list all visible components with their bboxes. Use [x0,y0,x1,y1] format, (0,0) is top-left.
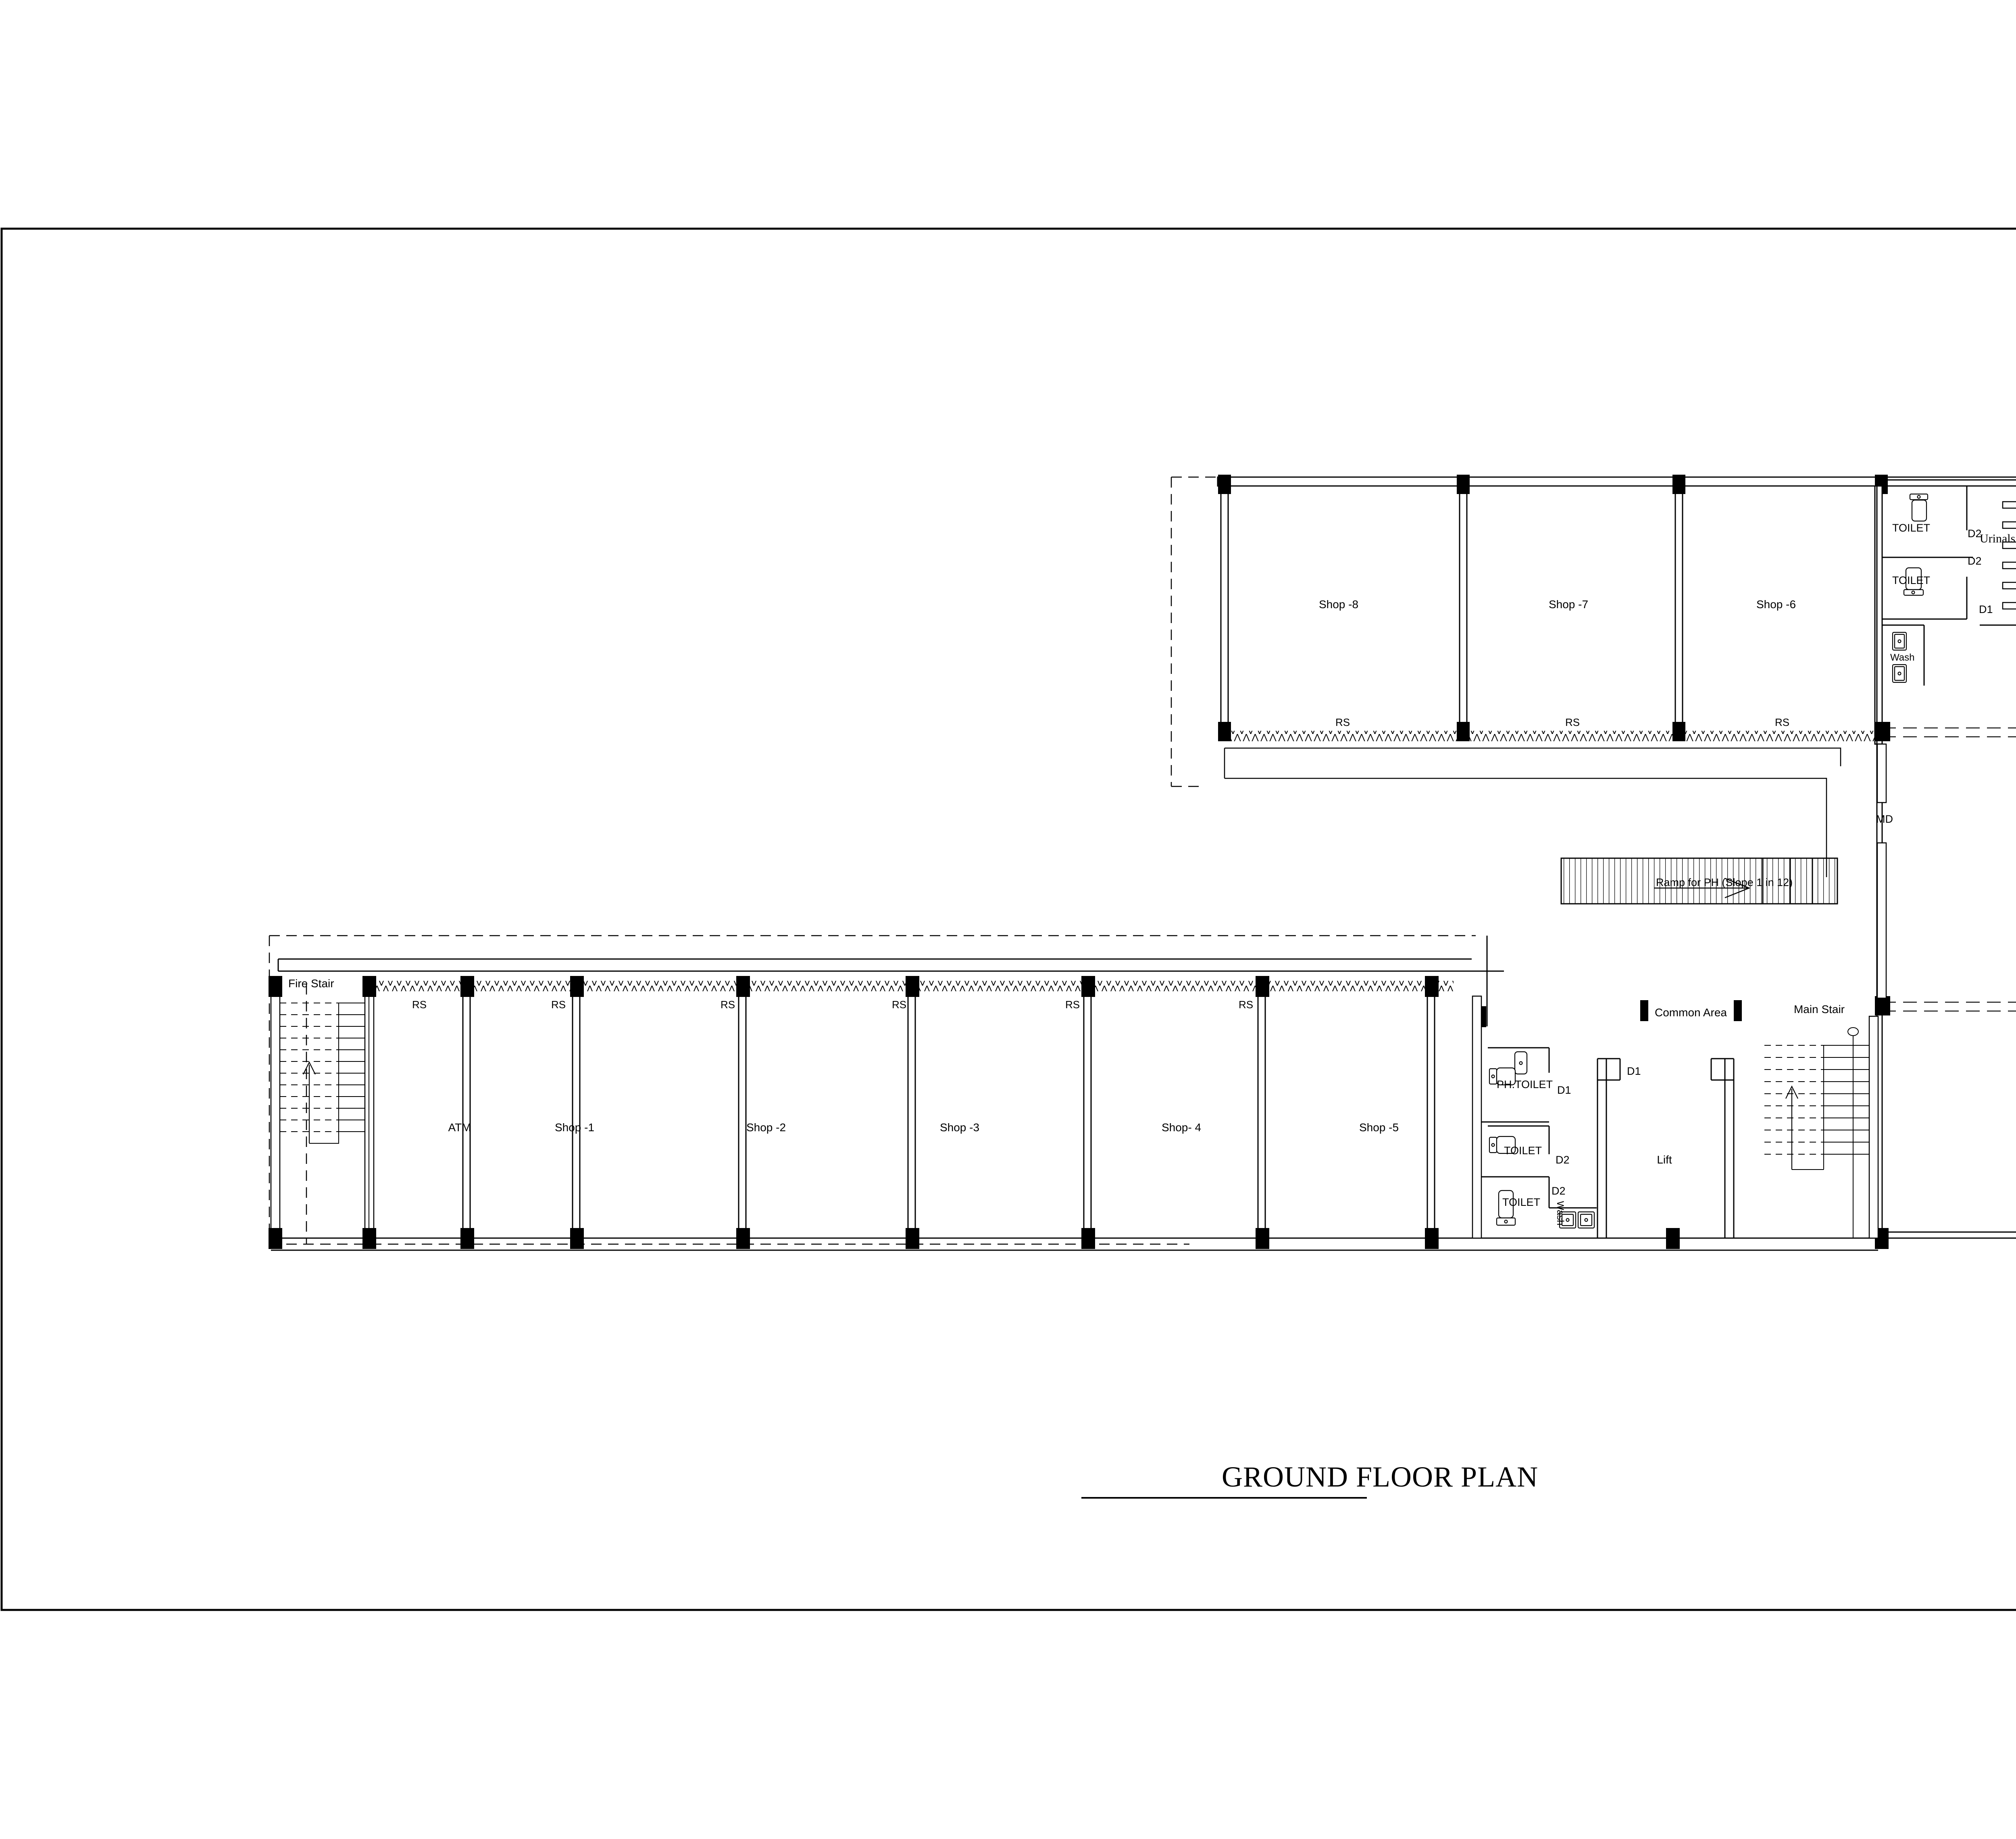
md-label: MD [1876,813,1893,825]
core-toilet-2-fixtures [1496,1190,1516,1226]
main-stair-node-marker [1847,1027,1859,1238]
core-toilet-label-1: TOILET [1502,1196,1540,1208]
urinal-entry-door-label: D1 [1979,603,1993,615]
upper-toilet-block: TOILET TOILET D2 D2 Urinals D1 Wash [1874,485,2016,745]
ph-toilet-door-label: D1 [1557,1084,1571,1096]
commercial-columns [1875,722,1890,1015]
core-block: PH.TOILET D1 TOILET D2 TOILET D2 [1472,936,1879,1239]
wash-basins-upper [1892,632,1907,683]
lower-rear-wall [277,958,1504,972]
lower-unit-label-5: Shop -5 [1359,1121,1399,1134]
ramp-direction-arrow [1654,878,1751,899]
upper-wash-label: Wash [1890,652,1914,663]
fire-stair-dashed-flight [280,1003,339,1132]
toilet-partitions [1882,486,1973,686]
upper-toilet-label-0: TOILET [1892,522,1930,534]
main-stair-treads [1823,1045,1869,1170]
ramp-label: Ramp for PH (Slope 1 in 12) [1656,876,1793,888]
main-stair: Main Stair [1764,1003,1879,1239]
core-wash-walls [1548,1177,1597,1209]
lower-rs-label-4: RS [1065,999,1080,1011]
upper-shop-label-1: Shop -7 [1549,598,1588,611]
toilet-left-wall [1874,485,1883,745]
fire-stair-up-arrow [303,1061,316,1143]
upper-shop-label-2: Shop -6 [1756,598,1796,611]
ramp-slab [1560,857,1838,905]
upper-toilet-door-0: D2 [1968,528,1982,540]
core-toilet-label-0: TOILET [1504,1145,1542,1157]
core-toilet-door-0: D2 [1556,1154,1570,1166]
lower-rs-label-5: RS [1239,999,1253,1011]
lower-unit-label-0: ATM [448,1121,471,1134]
lower-unit-label-4: Shop- 4 [1162,1121,1201,1134]
wc-fixtures [1903,493,1929,596]
upper-rolling-shutter [1228,731,1876,741]
upper-toilet-label-1: TOILET [1892,574,1930,586]
ramp-group: Ramp for PH (Slope 1 in 12) [1560,857,1838,905]
lower-rolling-shutter [376,981,1454,991]
lower-shop-block: Fire Stair [269,958,1889,1251]
core-wash-label: Wash [1555,1201,1566,1225]
common-area-marker-right [1734,1000,1742,1021]
lift-door-label: D1 [1627,1065,1641,1077]
fire-stair-label: Fire Stair [288,977,334,990]
upper-rear-wall [1217,476,2016,487]
lower-bottom-wall [271,1237,1878,1251]
upper-rs-label-0: RS [1335,716,1350,728]
md-wall-upper [1876,743,1887,803]
title-block: GROUND FLOOR PLAN [1081,1461,1538,1499]
lower-rs-label-3: RS [892,999,906,1011]
main-stair-label: Main Stair [1794,1003,1845,1015]
lower-rs-label-2: RS [721,999,735,1011]
page-title: GROUND FLOOR PLAN [1222,1461,1538,1493]
md-wall-group: MD [1876,743,1893,999]
urinals-label: Urinals [1980,532,2015,545]
common-area-marker-left [1640,1000,1648,1021]
fire-stair-left-wall [270,985,281,1239]
core-wash-basins [1559,1211,1595,1229]
main-stair-right-wall [1868,1015,1879,1239]
ph-toilet-fixtures [1489,1051,1528,1086]
core-toilet-1-walls [1481,1125,1550,1178]
core-toilet-door-1: D2 [1552,1185,1566,1197]
lower-rs-label-0: RS [412,999,427,1011]
core-toilet-1-fixtures [1489,1136,1516,1154]
lift-label: Lift [1657,1153,1672,1166]
md-wall-lower [1876,842,1887,999]
lower-rs-label-1: RS [551,999,566,1011]
ph-toilet-walls [1481,1047,1550,1123]
upper-rs-label-2: RS [1775,716,1789,728]
upper-verandah [1224,747,1841,877]
lower-unit-label-1: Shop -1 [555,1121,594,1134]
common-area-callout: Common Area [1640,1000,1742,1021]
upper-toilet-door-1: D2 [1968,555,1982,567]
lower-unit-label-2: Shop -2 [746,1121,786,1134]
core-left-wall [1472,995,1482,1239]
main-stair-up-arrow [1785,1085,1798,1170]
sheet-border [0,227,2016,1611]
main-stair-dashed-flight [1764,1045,1824,1155]
ph-toilet-label: PH.TOILET [1497,1078,1553,1090]
lift-shaft-walls [1597,1058,1735,1238]
upper-shop-label-0: Shop -8 [1319,598,1358,611]
lower-unit-label-3: Shop -3 [940,1121,979,1134]
common-area-label: Common Area [1655,1006,1727,1019]
urinal-group [1980,501,2016,626]
upper-rs-label-1: RS [1565,716,1580,728]
ramp-landing-lines [1762,858,1813,904]
